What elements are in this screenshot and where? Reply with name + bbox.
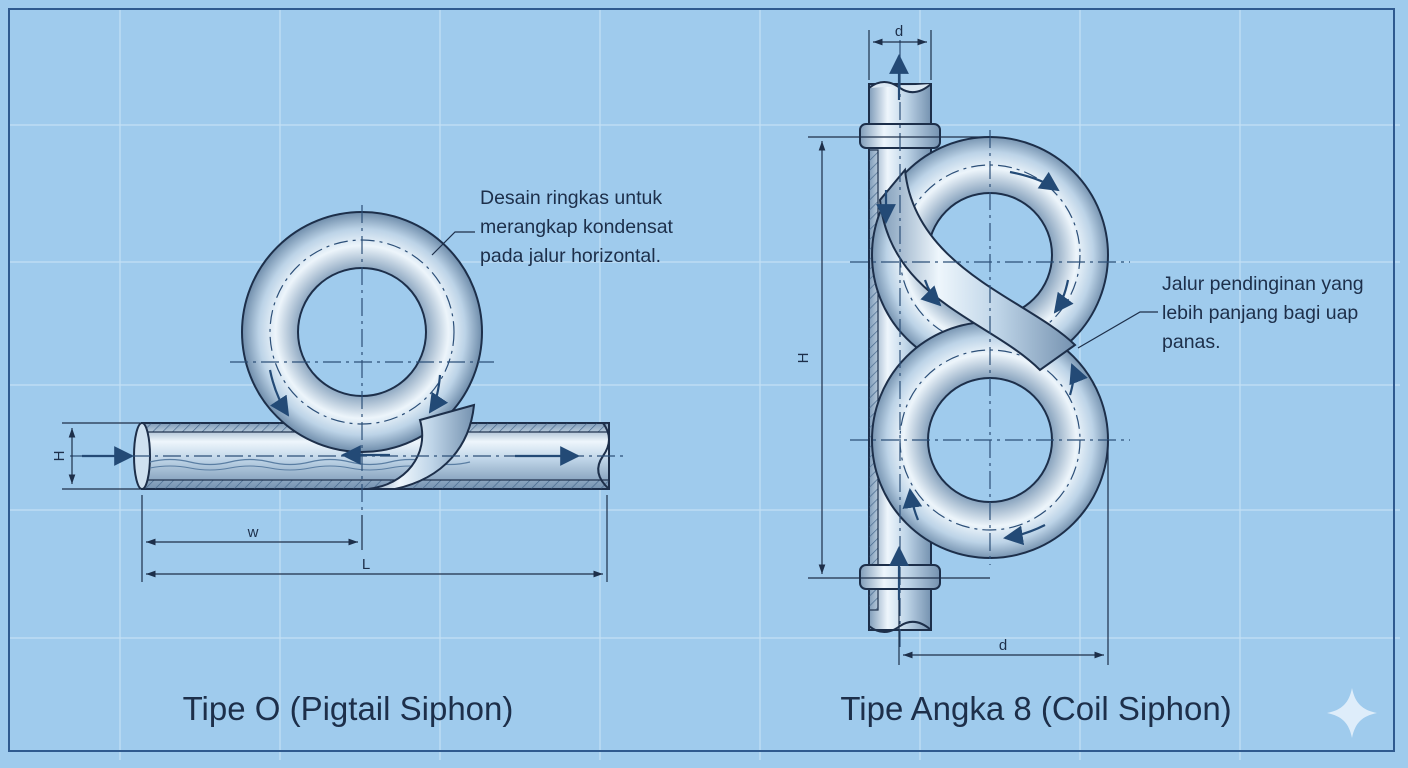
coil-note-line-1: Jalur pendinginan yang: [1162, 273, 1364, 295]
flow-arrow-loop-left: [268, 369, 290, 417]
pigtail-joint: [367, 403, 476, 490]
drawing-frame: [8, 8, 1395, 752]
pigtail-note-line-2: merangkap kondensat: [480, 216, 674, 238]
flow-arrow-loop-right: [428, 374, 449, 414]
coil-siphon: d H d Jalur pendinginan yang lebih panja…: [795, 23, 1364, 727]
pigtail-flow-arrows: [82, 369, 580, 466]
flow-arrow-left-bottom: [902, 488, 923, 521]
coil-dimensions: [808, 30, 1158, 665]
pigtail-dim-w-label: w: [247, 524, 259, 541]
coil-dim-top-label: d: [895, 23, 903, 40]
coil-dim-bottom-label: d: [999, 637, 1007, 654]
coil-pipe-wall-left: [868, 149, 879, 611]
coil-note-line-2: lebih panjang bagi uap: [1162, 302, 1358, 324]
pigtail-siphon: H w L Desain ringkas untuk merangkap kon…: [51, 187, 674, 727]
coil-note-leader: [1077, 311, 1158, 349]
coil-flow-arrows: [876, 54, 1088, 600]
sparkle-icon: [1327, 688, 1377, 738]
coil-pipe-break-bottom: [868, 620, 932, 633]
coil-caption: Tipe Angka 8 (Coil Siphon): [840, 690, 1231, 727]
pigtail-dim-h-label: H: [51, 451, 68, 462]
pigtail-centerlines: [70, 205, 625, 515]
flow-arrow-top-loop: [1009, 170, 1060, 192]
pigtail-note-line-1: Desain ringkas untuk: [480, 187, 662, 209]
pigtail-dimensions: [62, 231, 608, 582]
coil-dim-h-label: H: [795, 353, 812, 364]
flow-arrow-right-bottom: [1068, 363, 1088, 396]
flow-arrow-right-top: [1053, 279, 1074, 314]
coil-note-line-3: panas.: [1162, 331, 1221, 353]
coil-crossover: [878, 167, 1077, 372]
background-grid: [8, 8, 1400, 760]
flow-arrow-bottom-loop: [1003, 524, 1046, 546]
pigtail-caption: Tipe O (Pigtail Siphon): [183, 690, 514, 727]
flow-arrow-left-top: [920, 279, 942, 307]
pigtail-note-leader: [431, 231, 475, 256]
pigtail-dim-l-label: L: [362, 556, 370, 573]
condensate-surface-2: [149, 465, 431, 471]
pigtail-note-line-3: pada jalur horizontal.: [480, 245, 661, 267]
